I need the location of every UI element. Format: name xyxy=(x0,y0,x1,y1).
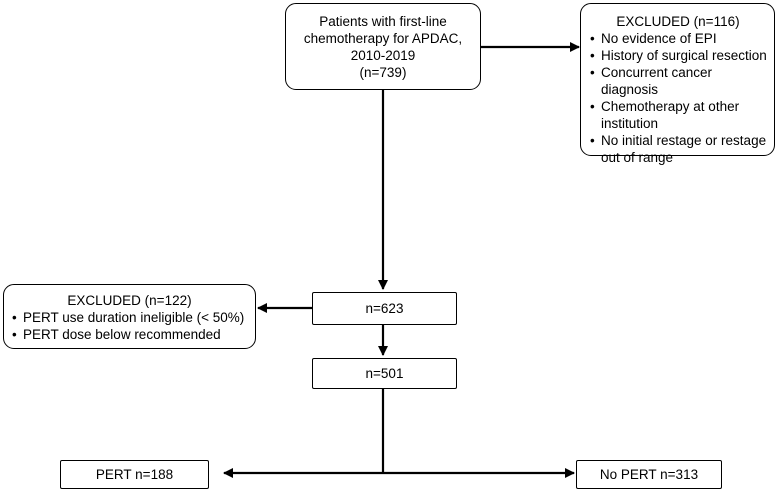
start-box-line-1: Patients with first-line xyxy=(319,13,447,29)
excluded-left-item: PERT dose below recommended xyxy=(10,326,249,343)
excluded-left-box: EXCLUDED (n=122) PERT use duration ineli… xyxy=(3,284,256,349)
n623-box: n=623 xyxy=(312,292,457,325)
excluded-top-box: EXCLUDED (n=116) No evidence of EPI Hist… xyxy=(580,3,775,165)
excluded-top-item: History of surgical resection xyxy=(588,47,768,64)
excluded-left-title: EXCLUDED (n=122) xyxy=(67,293,192,308)
excluded-top-title: EXCLUDED (n=116) xyxy=(616,14,740,29)
excluded-top-item: Concurrent cancer diagnosis xyxy=(588,64,768,98)
no-pert-label: No PERT n=313 xyxy=(599,467,699,482)
start-box-line-4: (n=739) xyxy=(359,64,407,80)
excluded-left-list: PERT use duration ineligible (< 50%) PER… xyxy=(10,309,249,343)
excluded-top-item: Chemotherapy at other institution xyxy=(588,98,768,132)
n501-label: n=501 xyxy=(365,366,404,381)
n623-label: n=623 xyxy=(365,301,404,316)
start-box-line-2: chemotherapy for APDAC, xyxy=(303,30,463,46)
excluded-top-list: No evidence of EPI History of surgical r… xyxy=(588,30,768,166)
start-box: Patients with first-line chemotherapy fo… xyxy=(285,3,481,90)
pert-box: PERT n=188 xyxy=(60,460,209,489)
start-box-line-3: 2010-2019 xyxy=(350,47,416,63)
excluded-top-item: No evidence of EPI xyxy=(588,30,768,47)
excluded-top-item: No initial restage or restage out of ran… xyxy=(588,132,768,166)
no-pert-box: No PERT n=313 xyxy=(576,460,722,489)
n501-box: n=501 xyxy=(312,358,457,389)
excluded-left-item: PERT use duration ineligible (< 50%) xyxy=(10,309,249,326)
pert-label: PERT n=188 xyxy=(95,467,174,482)
